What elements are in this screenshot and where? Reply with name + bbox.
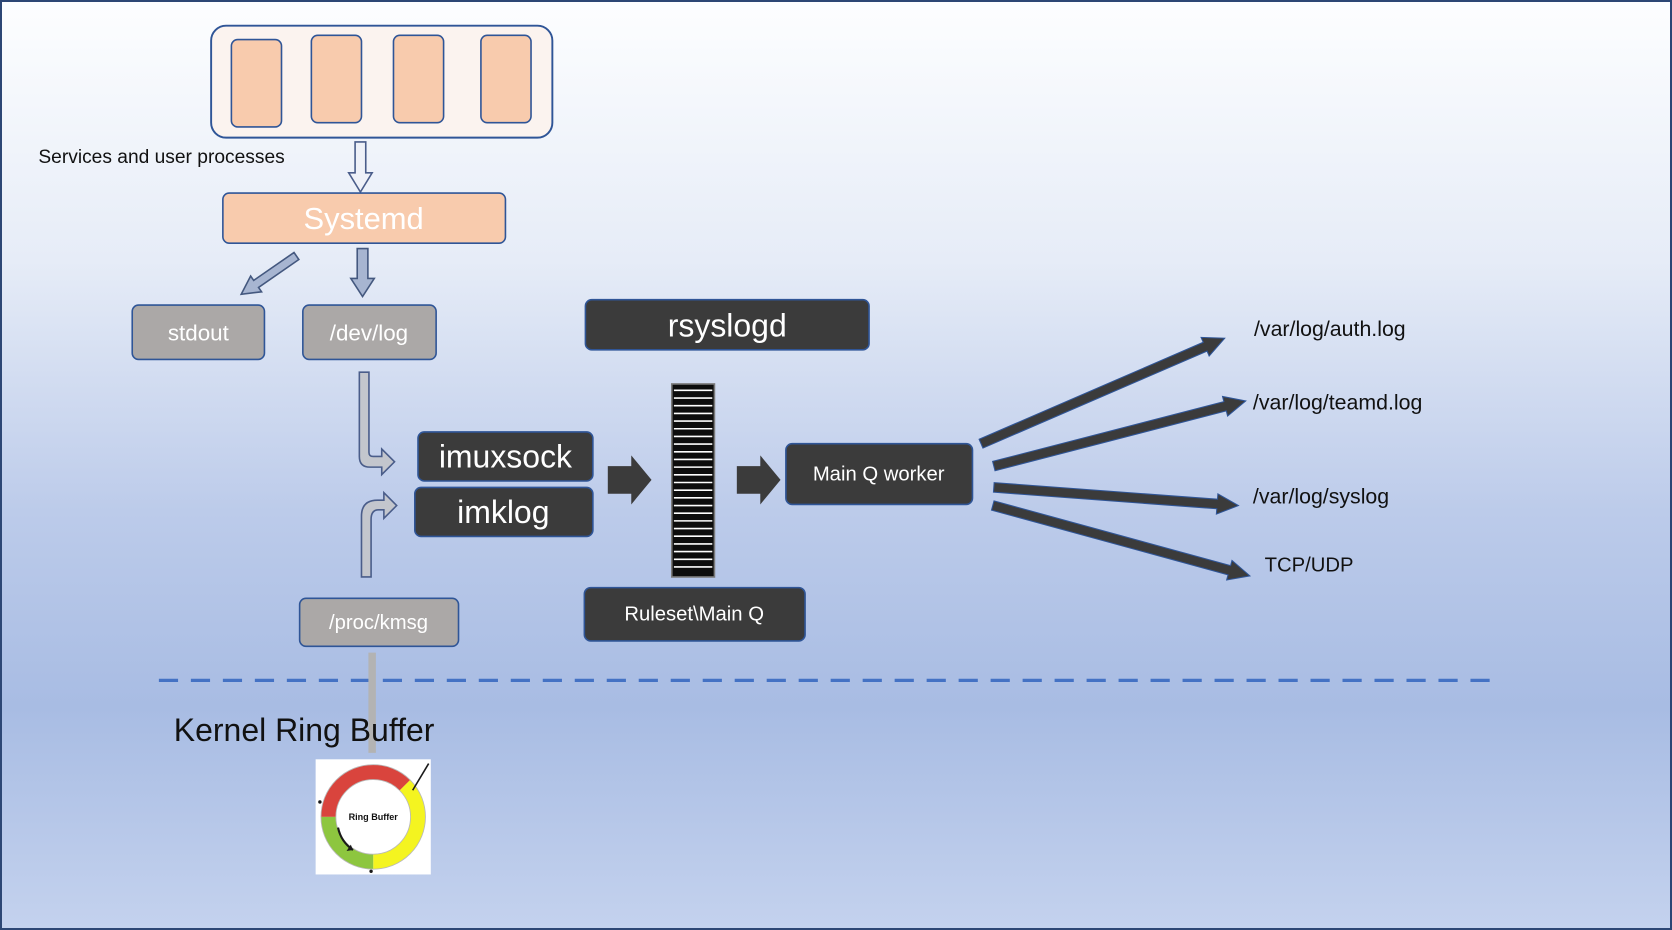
ring-segment-yellow	[372, 779, 426, 870]
ring-buffer-image: Ring Buffer	[315, 759, 431, 875]
arrow-systemd-to-dev-log	[349, 247, 376, 298]
ring-segment-red	[320, 764, 411, 818]
destination-syslog: /var/log/syslog	[1253, 484, 1389, 508]
arrow-inputs-to-queue	[607, 455, 652, 505]
processes-label: Services and user processes	[38, 147, 284, 168]
worker-label: Main Q worker	[813, 464, 945, 486]
ring-marker-dot	[318, 800, 322, 804]
arrow-to-syslog	[992, 482, 1240, 515]
destination-auth-log: /var/log/auth.log	[1254, 317, 1406, 341]
worker-box	[785, 442, 974, 506]
ring-marker-dot	[369, 869, 373, 873]
ring-segment-green	[320, 816, 374, 870]
arrow-to-teamd-log	[991, 395, 1247, 472]
arrow-dev-log-to-imuxsock	[358, 371, 396, 477]
rsyslogd-box	[584, 298, 870, 351]
destination-teamd-log: /var/log/teamd.log	[1253, 391, 1422, 415]
process-container	[210, 24, 554, 139]
ring-pointer-line	[411, 763, 430, 791]
destination-tcp-udp: TCP/UDP	[1265, 555, 1354, 577]
arrow-systemd-to-stdout	[239, 251, 300, 296]
process-group	[210, 24, 554, 139]
rsyslogd-label: rsyslogd	[668, 307, 787, 343]
proc-kmsg-box	[298, 597, 460, 648]
imklog-box	[414, 486, 594, 538]
ring-direction-arrowhead-icon	[346, 844, 353, 852]
process-box	[480, 34, 532, 124]
process-box	[392, 34, 445, 124]
process-box	[310, 34, 363, 124]
kernel-ring-buffer-label: Kernel Ring Buffer	[174, 712, 435, 748]
imklog-label: imklog	[457, 494, 549, 530]
dev-log-label: /dev/log	[330, 320, 408, 345]
ring-inner-edge	[335, 779, 411, 855]
imuxsock-label: imuxsock	[439, 438, 573, 474]
imuxsock-box	[417, 431, 594, 482]
ruleset-queue-label: Ruleset\Main Q	[624, 603, 764, 625]
stdout-box	[131, 304, 266, 361]
process-box	[230, 38, 283, 128]
arrow-to-auth-log	[978, 336, 1226, 449]
proc-kmsg-label: /proc/kmsg	[329, 612, 428, 634]
arrow-processes-to-systemd	[347, 141, 374, 194]
arrow-proc-kmsg-to-imklog	[360, 490, 398, 578]
arrow-to-tcp-udp	[990, 500, 1252, 581]
ruleset-queue-box	[583, 586, 806, 642]
queue-buffer	[670, 383, 716, 578]
stdout-label: stdout	[168, 320, 230, 345]
queue-body	[670, 383, 716, 578]
ring-buffer-label: Ring Buffer	[349, 812, 399, 822]
systemd-box	[222, 192, 507, 245]
dev-log-box	[302, 304, 437, 361]
ring-outer-edge	[320, 764, 426, 870]
arrow-queue-to-worker	[736, 455, 781, 505]
systemd-label: Systemd	[304, 201, 424, 236]
